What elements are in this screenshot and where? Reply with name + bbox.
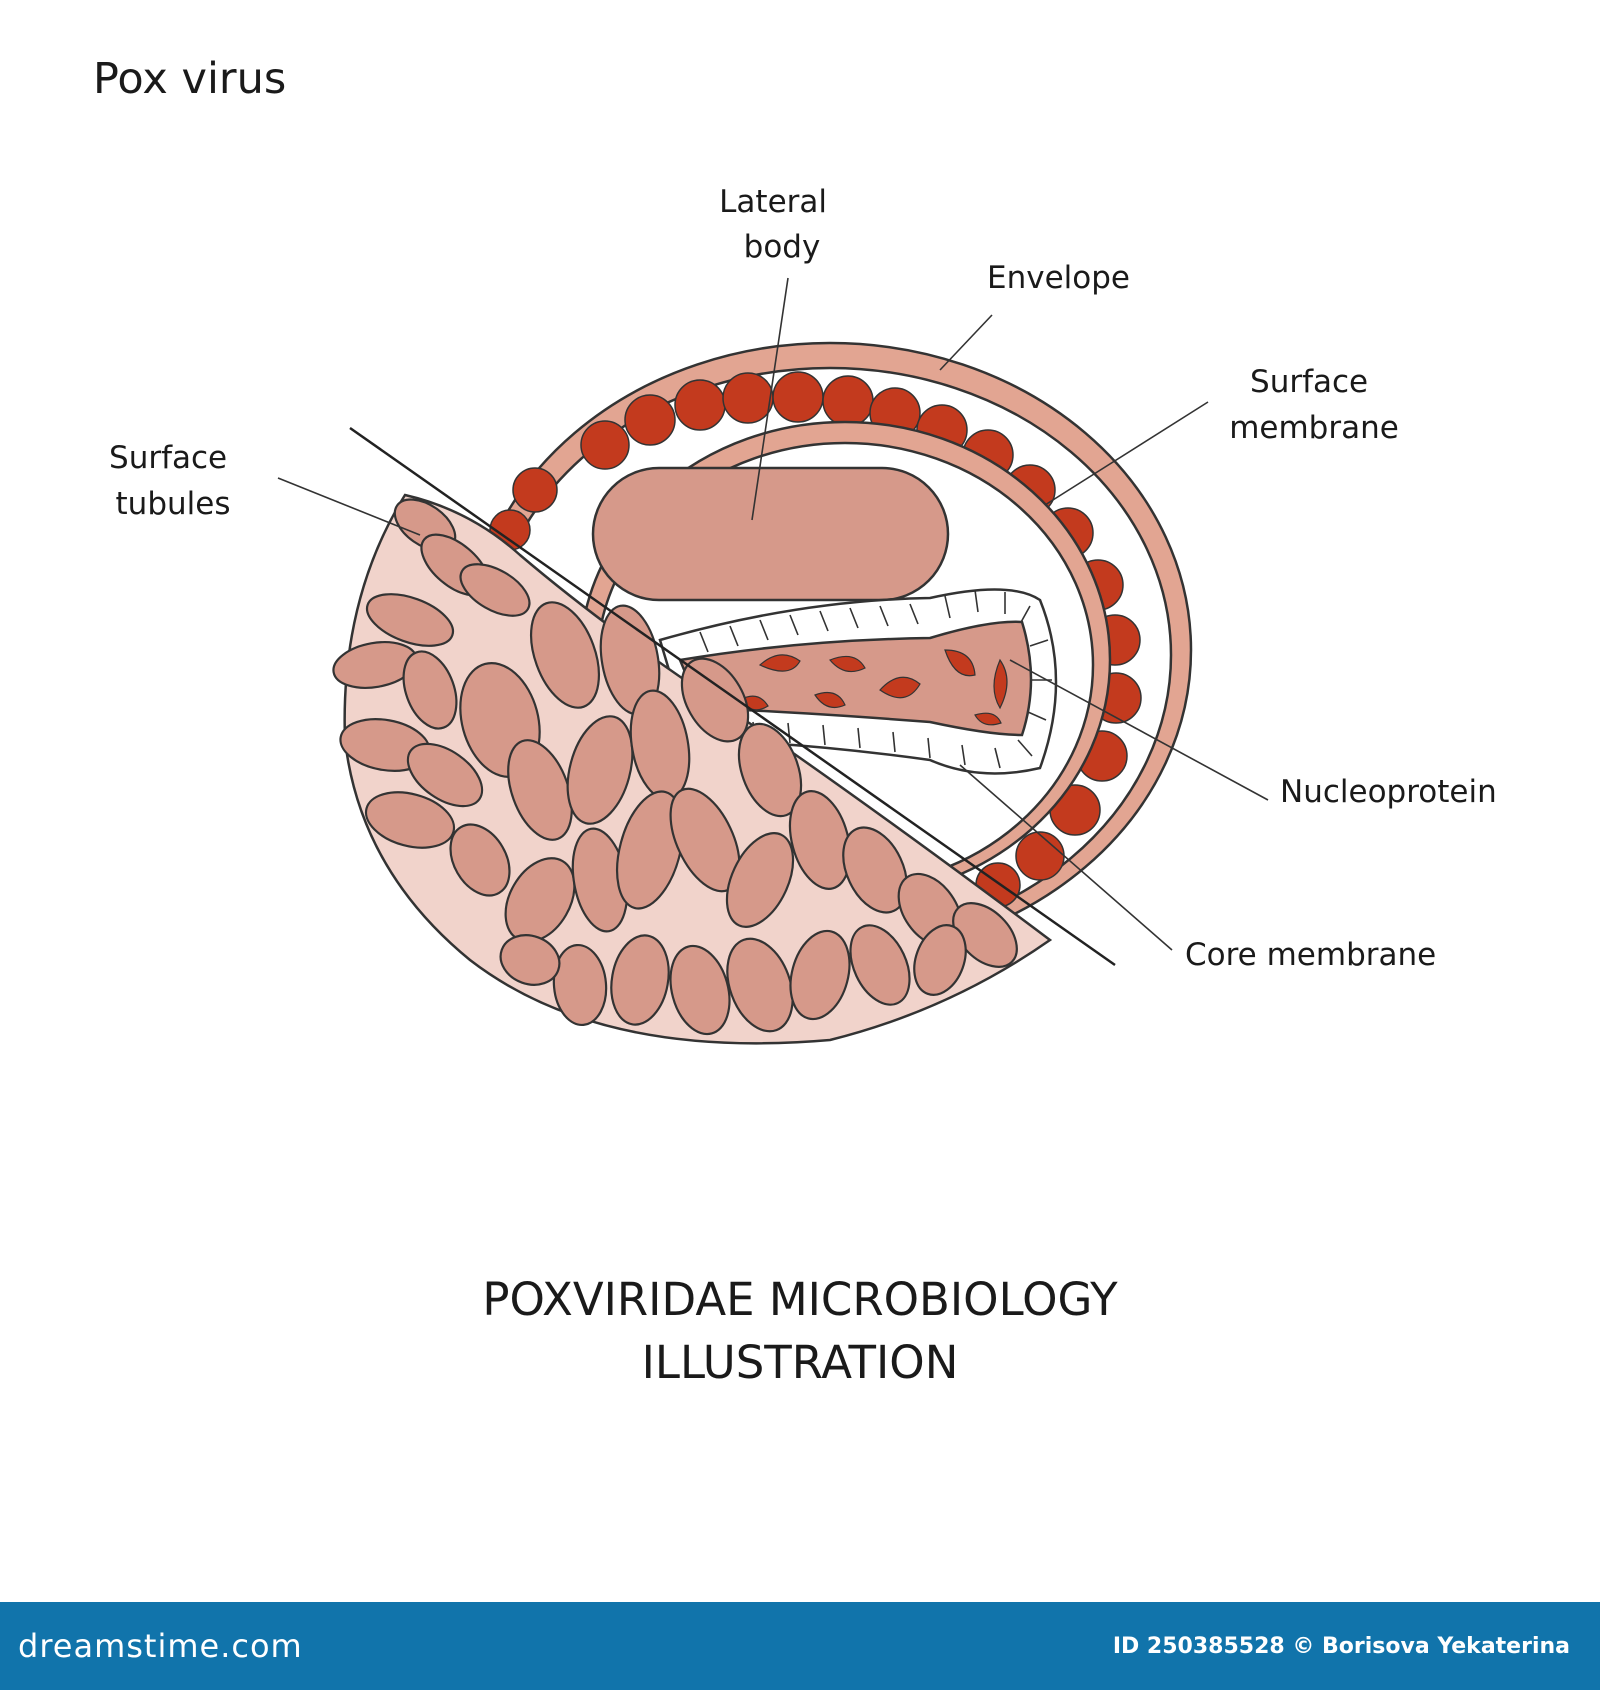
label-core-membrane: Core membrane: [1185, 937, 1436, 973]
caption-line-2: ILLUSTRATION: [641, 1336, 959, 1389]
footer-bar: dreamstime.com ID 250385528 © Borisova Y…: [0, 1602, 1600, 1690]
cut-edge-line: [349, 426, 1116, 967]
caption-line-1: POXVIRIDAE MICROBIOLOGY: [482, 1273, 1118, 1326]
leader-surface-membrane: [1044, 401, 1209, 506]
leader-core-membrane: [959, 764, 1173, 951]
surface-tubules: [332, 498, 1018, 1036]
label-lateral-body: Lateral body: [719, 184, 837, 265]
leader-nucleoprotein: [1009, 659, 1269, 801]
leader-lines: [277, 277, 1269, 951]
leader-surface-tubules: [277, 477, 421, 536]
footer-brand-logo[interactable]: dreamstime.com: [18, 1627, 303, 1665]
label-nucleoprotein: Nucleoprotein: [1280, 774, 1497, 810]
label-lateral-body-line2: body: [744, 229, 821, 265]
page-title: Pox virus: [93, 54, 287, 104]
lateral-body: [591, 466, 950, 602]
label-surface-membrane-line2: membrane: [1229, 410, 1399, 446]
poxvirus-diagram: Lateral body Envelope Surface membrane S…: [109, 184, 1497, 1045]
footer-credit: ID 250385528 © Borisova Yekaterina: [1112, 1633, 1570, 1659]
label-surface-membrane: Surface membrane: [1229, 364, 1399, 446]
label-envelope: Envelope: [987, 260, 1130, 296]
label-surface-membrane-line1: Surface: [1250, 364, 1368, 400]
leader-lateral-body: [751, 277, 789, 521]
label-surface-tubules-line2: tubules: [116, 486, 231, 522]
label-surface-tubules-line1: Surface: [109, 440, 227, 476]
surface-membrane-proteins: [489, 371, 1142, 908]
label-lateral-body-line1: Lateral: [719, 184, 827, 220]
leader-envelope: [939, 314, 993, 371]
diagram-caption: POXVIRIDAE MICROBIOLOGY ILLUSTRATION: [0, 1268, 1600, 1394]
label-surface-tubules: Surface tubules: [109, 440, 237, 522]
